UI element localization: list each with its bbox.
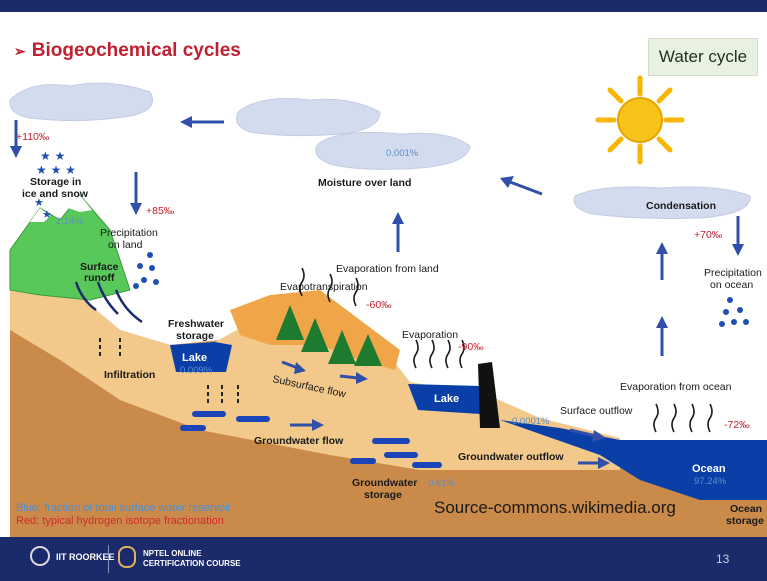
trees [276, 305, 382, 366]
legend-red: Red: typical hydrogen isotope fractionat… [16, 515, 224, 527]
lake-right-label: Lake [434, 393, 459, 405]
lake-right-water [408, 384, 480, 414]
precip-ocean-label-2: on ocean [710, 279, 753, 291]
moisture-label: Moisture over land [318, 177, 411, 189]
source-credit: Source-commons.wikimedia.org [434, 498, 676, 517]
water-cycle-diagram: ★ ★ ★ ★ ★ ★ ★ +110‰ Storage in ice and s… [9, 75, 767, 537]
ocean-storage-label-2: storage [726, 515, 764, 527]
evaporation-label: Evaporation [402, 329, 458, 341]
surface-runoff-label-1: Surface [80, 261, 119, 273]
iit-roorkee-logo-icon [30, 546, 50, 566]
moisture-fraction: 0.001% [386, 148, 419, 159]
groundwater-blobs [180, 411, 442, 468]
infiltration-label: Infiltration [104, 369, 155, 381]
precip-land-label-2: on land [108, 239, 143, 251]
mountain-snow-left [30, 208, 50, 222]
nptel-logo-icon [118, 546, 136, 568]
ice-fraction: 2.14% [56, 216, 83, 227]
legend-blue: Blue: fraction of total surface water re… [16, 502, 232, 514]
groundwater-outflow-label: Groundwater outflow [458, 451, 564, 463]
top-bar [0, 0, 767, 12]
cloud-middle [236, 98, 381, 137]
footer-course: NPTEL ONLINE CERTIFICATION COURSE [143, 549, 241, 569]
lake-left-label: Lake [182, 352, 207, 364]
freshwater-label-1: Freshwater [168, 318, 224, 330]
lake-left-water [170, 342, 232, 372]
ocean-label: Ocean [692, 463, 726, 475]
surface-outflow-fraction: 0.0001% [512, 416, 550, 427]
evaporation-fractionation: -90‰ [458, 341, 484, 353]
footer-course-line1: NPTEL ONLINE [143, 549, 202, 558]
infiltration-arrows [99, 338, 239, 405]
bullet-arrow-icon: ➢ [14, 43, 26, 59]
runoff-arrows [74, 281, 143, 324]
precip-ocean-label-1: Precipitation [704, 267, 762, 279]
precip-land-label-1: Precipitation [100, 227, 158, 239]
footer-bar [0, 537, 767, 581]
water-cycle-badge: Water cycle [648, 38, 758, 76]
ocean-evap-fractionation: -72‰ [724, 419, 750, 431]
evapotranspiration-label: Evapotranspiration [280, 281, 368, 293]
condensation-label: Condensation [646, 200, 716, 212]
cloud-condensation [573, 186, 751, 219]
groundwater-storage-label-1: Groundwater [352, 477, 417, 489]
clouds [9, 82, 751, 219]
dam [478, 362, 500, 428]
slide-title: ➢ Biogeochemical cycles [14, 40, 241, 62]
evap-land-label: Evaporation from land [336, 263, 439, 275]
ocean-fraction: 97.24% [694, 476, 727, 487]
surface-runoff-label-2: runoff [84, 272, 115, 284]
svg-text:★ ★ ★: ★ ★ ★ [36, 163, 76, 177]
cloud-left [9, 82, 153, 122]
svg-text:★ ★: ★ ★ [40, 149, 65, 163]
ocean-storage-label-1: Ocean [730, 503, 762, 515]
rain-drops [133, 252, 749, 327]
precip-land-fractionation: +85‰ [146, 205, 175, 217]
groundwater-fraction: 0.61% [428, 478, 455, 489]
storage-ice-label-1: Storage in [30, 176, 81, 188]
surface-outflow-label: Surface outflow [560, 405, 633, 417]
lake-fraction: 0.009% [180, 365, 213, 376]
sun-icon [595, 75, 685, 165]
ice-fractionation: +110‰ [16, 131, 50, 143]
storage-ice-label-2: ice and snow [22, 188, 89, 200]
evapotranspiration-fractionation: -60‰ [366, 299, 392, 311]
svg-text:★: ★ [34, 196, 44, 209]
cloud-moisture [315, 131, 471, 170]
svg-text:★: ★ [42, 208, 52, 221]
footer-org: IIT ROORKEE [56, 552, 115, 562]
slide-title-text: Biogeochemical cycles [31, 40, 241, 61]
footer-course-line2: CERTIFICATION COURSE [143, 559, 241, 568]
freshwater-label-2: storage [176, 330, 214, 342]
mountain-snow-right [68, 195, 92, 212]
flow-arrows [10, 116, 744, 469]
snowflakes: ★ ★ ★ ★ ★ ★ ★ [34, 149, 76, 221]
evap-ocean-label: Evaporation from ocean [620, 381, 732, 393]
ocean-water [500, 420, 767, 500]
soil-light [10, 280, 620, 470]
page-number: 13 [716, 552, 730, 566]
footer-divider [108, 545, 109, 573]
groundwater-storage-label-2: storage [364, 489, 402, 501]
evaporation-squiggles [299, 267, 713, 433]
groundwater-flow-label: Groundwater flow [254, 435, 344, 447]
condensation-fractionation: +70‰ [694, 229, 723, 241]
